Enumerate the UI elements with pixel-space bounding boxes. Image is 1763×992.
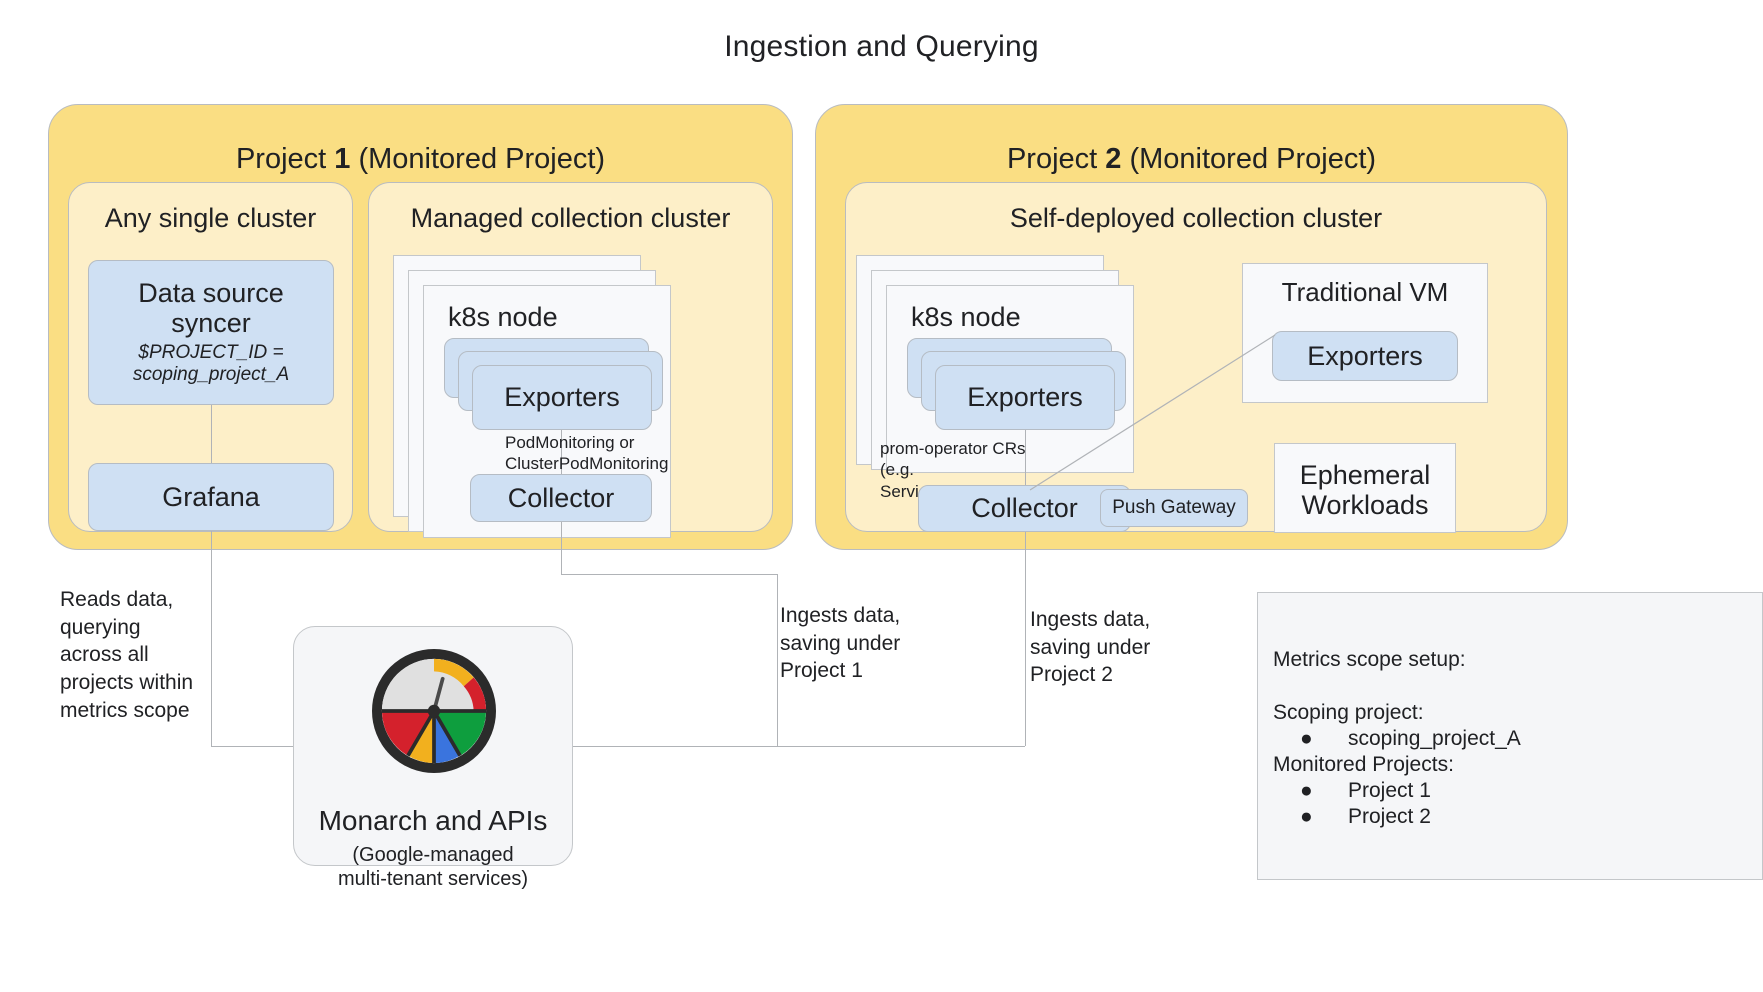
connector-collector-p1-to-monarch [570, 746, 777, 747]
ephemeral-workloads-title: Ephemeral Workloads [1299, 460, 1431, 521]
cluster-self-deployed-title: Self-deployed collection cluster [1009, 203, 1383, 233]
connector-grafana-down [211, 531, 212, 746]
page-title: Ingestion and Querying [724, 30, 1039, 63]
project-2-number: 2 [1105, 143, 1122, 175]
project-1-title-suffix: (Monitored Project) [350, 143, 606, 175]
traditional-vm-title: Traditional VM [1281, 277, 1449, 307]
box-ephemeral-workloads: Ephemeral Workloads [1274, 443, 1456, 533]
box-exporters-self[interactable]: Exporters [935, 365, 1115, 430]
project-2-title-suffix: (Monitored Project) [1121, 143, 1377, 175]
legend-bullet-monitored-1: ● [1300, 805, 1313, 828]
box-exporters-vm[interactable]: Exporters [1272, 331, 1458, 381]
annotation-ingest-project-2: Ingests data, saving under Project 2 [1030, 608, 1151, 687]
legend-bullet-scoping-0: ● [1300, 727, 1313, 750]
monarch-title: Monarch and APIs [318, 805, 548, 836]
connector-collector-p1-down [561, 522, 562, 574]
legend-scoping-item-0: scoping_project_A [1348, 727, 1521, 750]
box-data-source-syncer[interactable]: Data source syncer $PROJECT_ID = scoping… [88, 260, 334, 405]
connector-grafana-to-monarch [211, 746, 301, 747]
project-1-title-prefix: Project [235, 143, 335, 175]
monarch-subtitle: (Google-managed multi-tenant services) [337, 844, 529, 891]
legend-monitored-item-1: Project 2 [1348, 805, 1431, 828]
k8s-node-label: k8s node [448, 302, 558, 332]
monarch-gauge-icon [372, 649, 496, 773]
annotation-ingest-project-1: Ingests data, saving under Project 1 [780, 604, 901, 683]
data-source-syncer-label: Data source syncer [138, 278, 284, 339]
project-2-title-prefix: Project [1006, 143, 1106, 175]
monarch-and-apis-card[interactable]: Monarch and APIs (Google-managed multi-t… [293, 626, 573, 890]
data-source-syncer-sub: $PROJECT_ID = scoping_project_A [132, 341, 290, 385]
box-exporters-managed[interactable]: Exporters [472, 365, 652, 430]
connector-exporters-collector-p2 [1025, 430, 1026, 485]
legend-monitored-item-0: Project 1 [1348, 779, 1431, 802]
edge-label-podmonitoring: PodMonitoring or ClusterPodMonitoring [505, 433, 669, 474]
connector-exporters-collector-p1 [561, 430, 562, 474]
connector-syncer-grafana [211, 405, 212, 463]
k8s-node-label-p2: k8s node [911, 302, 1021, 332]
legend-scoping-heading: Scoping project: [1273, 701, 1424, 724]
legend-heading: Metrics scope setup: [1273, 648, 1466, 671]
connector-collector-p2-to-monarch [777, 746, 1025, 747]
box-push-gateway[interactable]: Push Gateway [1100, 489, 1248, 527]
legend-bullet-monitored-0: ● [1300, 779, 1313, 802]
connector-collector-p2-down [1025, 532, 1026, 746]
box-collector-managed[interactable]: Collector [470, 474, 652, 522]
box-grafana[interactable]: Grafana [88, 463, 334, 531]
cluster-managed-collection-title: Managed collection cluster [410, 203, 731, 233]
cluster-any-single-title: Any single cluster [104, 203, 317, 233]
connector-vm-collector [1029, 334, 1276, 491]
project-2-title: Project 2 (Monitored Project) [816, 143, 1567, 176]
box-collector-self[interactable]: Collector [918, 485, 1131, 532]
legend-monitored-heading: Monitored Projects: [1273, 753, 1454, 776]
annotation-reads-data: Reads data, querying across all projects… [60, 588, 194, 722]
connector-collector-p1-right [561, 574, 777, 575]
legend-panel: Metrics scope setup: Scoping project: ● … [1257, 592, 1763, 880]
connector-collector-p1-down2 [777, 574, 778, 746]
project-1-title: Project 1 (Monitored Project) [49, 143, 792, 176]
project-1-number: 1 [334, 143, 351, 175]
